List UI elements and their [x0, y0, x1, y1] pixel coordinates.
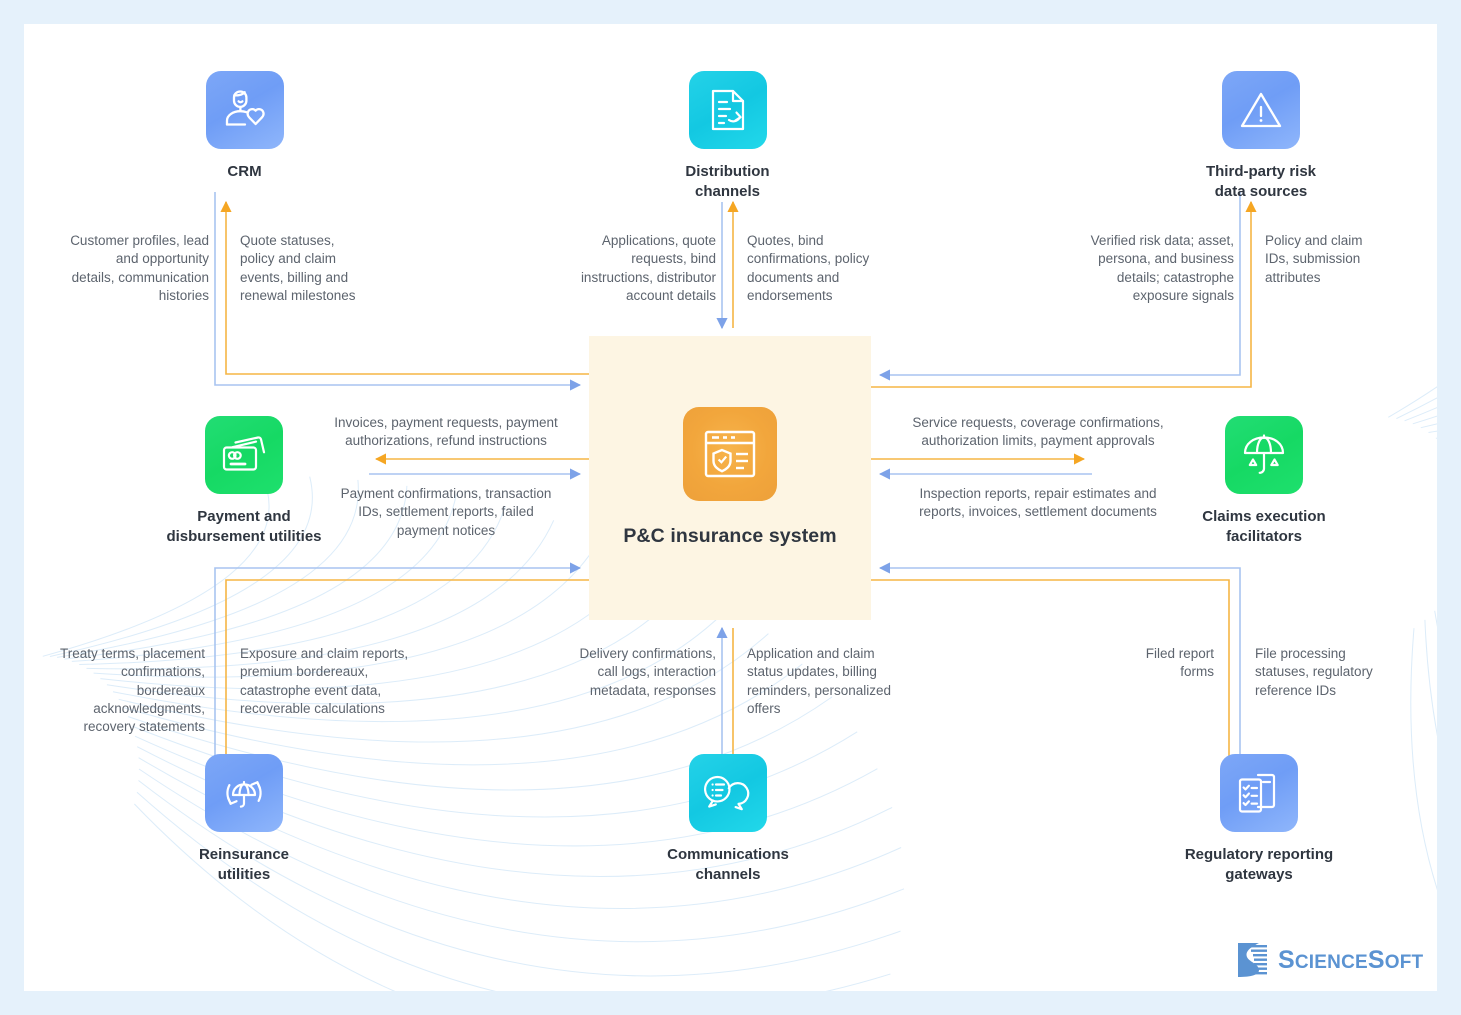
diagram-card: P&C insurance system CRM — [24, 24, 1437, 991]
warning-triangle-icon — [1213, 62, 1309, 158]
logo-s2: S — [1367, 945, 1385, 974]
flow-label-thirdparty-outbound: Policy and claim IDs, submission attribu… — [1265, 233, 1363, 285]
node-distribution-channels[interactable]: Distribution channels — [665, 62, 790, 202]
node-communications-channels[interactable]: Communications channels — [648, 745, 808, 885]
node-claims-execution-facilitators[interactable]: Claims execution facilitators — [1179, 407, 1349, 547]
logo-cience: CIENCE — [1294, 951, 1368, 973]
node-label: CRM — [227, 163, 262, 180]
flow-label-reinsurance-inbound: Treaty terms, placement confirmations, b… — [59, 646, 205, 735]
insurance-shield-window-icon — [683, 406, 777, 501]
sciencesoft-logo: SCIENCESOFT — [1235, 940, 1423, 980]
node-label: Communications channels — [667, 846, 789, 883]
node-label: Reinsurance utilities — [198, 846, 290, 883]
sciencesoft-mark-icon — [1238, 943, 1267, 977]
flow-label-distribution-inbound: Applications, quote requests, bind instr… — [580, 233, 716, 304]
node-label: Third-party risk data sources — [1205, 163, 1317, 200]
logo-s1: S — [1278, 945, 1295, 974]
flow-label-comms-outbound: Application and claim status updates, bi… — [747, 646, 892, 717]
umbrella-claims-icon — [1216, 407, 1312, 503]
flow-label-claims-outbound: Service requests, coverage confirmations… — [912, 415, 1164, 449]
flow-label-reinsurance-outbound: Exposure and claim reports, premium bord… — [240, 646, 409, 717]
sciencesoft-wordmark: SCIENCESOFT — [1278, 946, 1423, 975]
hub-label: P&C insurance system — [623, 524, 837, 547]
node-crm[interactable]: CRM — [182, 62, 307, 182]
flow-label-payment-outbound: Invoices, payment requests, payment auth… — [334, 415, 558, 449]
chat-bubbles-icon — [680, 745, 776, 841]
node-label: Distribution channels — [685, 163, 770, 200]
flow-label-regulatory-outbound: Filed report forms — [1145, 646, 1214, 680]
flow-label-payment-inbound: Payment confirmations, transaction IDs, … — [340, 486, 552, 538]
hub-pc-insurance-system[interactable]: P&C insurance system — [589, 336, 871, 620]
flow-label-distribution-outbound: Quotes, bind confirmations, policy docum… — [747, 233, 870, 304]
node-third-party-risk-data-sources[interactable]: Third-party risk data sources — [1176, 62, 1346, 202]
flow-label-thirdparty-inbound: Verified risk data; asset, persona, and … — [1090, 233, 1234, 304]
flow-label-regulatory-inbound: File processing statuses, regulatory ref… — [1255, 646, 1373, 698]
node-payment-disbursement-utilities[interactable]: Payment and disbursement utilities — [129, 407, 359, 547]
node-label: Payment and disbursement utilities — [166, 508, 322, 545]
flow-label-crm-outbound: Quote statuses, policy and claim events,… — [240, 233, 356, 304]
umbrella-refresh-icon — [196, 745, 292, 841]
node-label: Regulatory reporting gateways — [1184, 846, 1334, 883]
node-reinsurance-utilities[interactable]: Reinsurance utilities — [159, 745, 329, 885]
credit-cards-icon — [196, 407, 292, 503]
flow-label-comms-inbound: Delivery confirmations, call logs, inter… — [579, 646, 716, 698]
flow-label-crm-inbound: Customer profiles, lead and opportunity … — [70, 233, 209, 304]
node-label: Claims execution facilitators — [1202, 508, 1326, 545]
checklist-documents-icon — [1211, 745, 1307, 841]
node-regulatory-reporting-gateways[interactable]: Regulatory reporting gateways — [1144, 745, 1374, 885]
logo-oft: OFT — [1384, 951, 1424, 973]
customer-heart-icon — [196, 62, 293, 158]
document-sign-icon — [679, 62, 776, 158]
flow-label-claims-inbound: Inspection reports, repair estimates and… — [919, 486, 1157, 520]
